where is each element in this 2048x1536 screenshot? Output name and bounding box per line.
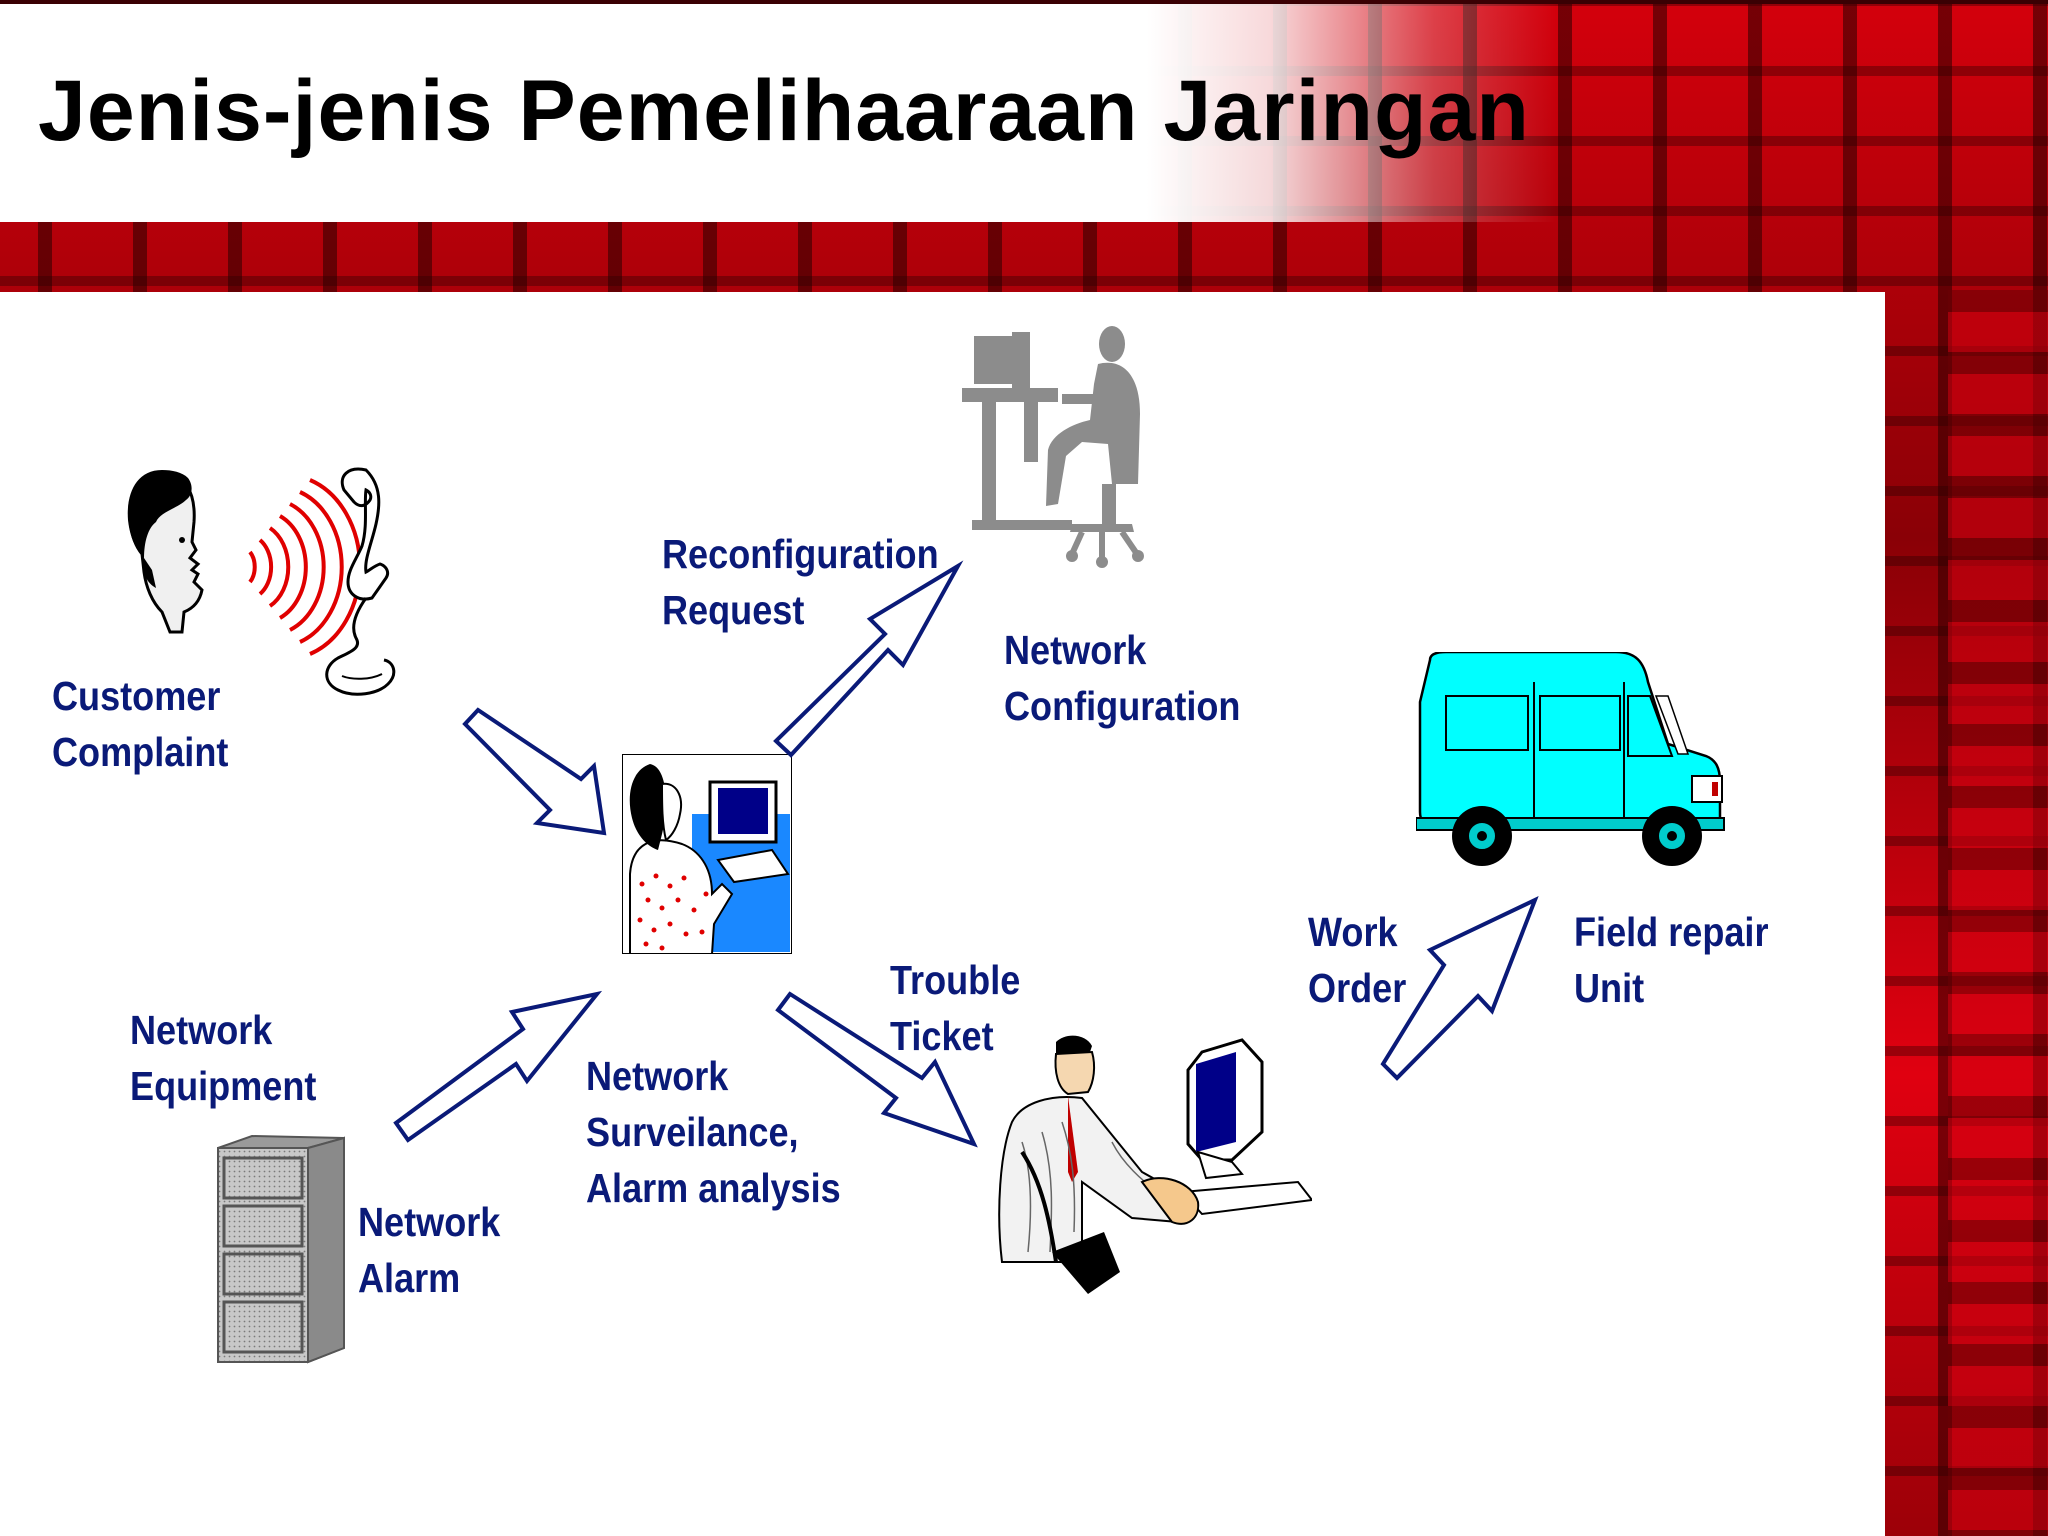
label-line: Network [586,1053,729,1099]
label-line: Reconfiguration [662,531,939,577]
label-field-repair-unit: Field repair Unit [1574,904,1768,1016]
slide-title: Jenis-jenis Pemelihaaraan Jaringan [38,63,1530,159]
label-line: Request [662,587,805,633]
label-line: Customer [52,673,221,719]
man-profile-icon [127,470,204,634]
label-network-alarm: Network Alarm [358,1194,500,1306]
label-line: Network [1004,627,1147,673]
arrow-complaint-to-operator [462,707,607,836]
label-network-equipment: Network Equipment [130,1002,316,1114]
flow-arrows [393,560,1539,1148]
label-trouble-ticket: Trouble Ticket [890,952,1020,1064]
technician-at-computer-icon [998,1035,1312,1294]
label-network-surveilance: Network Surveilance, Alarm analysis [586,1048,841,1216]
label-line: Complaint [52,729,229,775]
label-line: Alarm analysis [586,1165,841,1211]
arrow-operator-to-reconfiguration [773,560,964,758]
network-equipment-cabinet-icon [217,1134,345,1364]
label-line: Order [1308,965,1407,1011]
label-work-order: Work Order [1308,904,1406,1016]
title-bar: Jenis-jenis Pemelihaaraan Jaringan [0,0,2048,222]
ringing-telephone-icon [248,467,396,696]
label-line: Field repair [1574,909,1769,955]
background-stripes [1948,290,2048,1536]
label-line: Network [358,1199,501,1245]
label-line: Network [130,1007,273,1053]
label-line: Alarm [358,1255,461,1301]
label-line: Configuration [1004,683,1241,729]
person-at-computer-silhouette-icon [962,326,1144,568]
label-network-configuration: Network Configuration [1004,622,1240,734]
label-line: Unit [1574,965,1645,1011]
label-line: Trouble [890,957,1021,1003]
label-customer-complaint: Customer Complaint [52,668,228,780]
repair-van-icon [1416,652,1725,866]
label-line: Equipment [130,1063,317,1109]
arrow-technician-to-van [1380,896,1539,1081]
arrow-equipment-to-operator [393,990,603,1143]
label-line: Surveilance, [586,1109,799,1155]
diagram-panel: Customer Complaint Reconfiguration Reque… [0,292,1885,1536]
label-line: Work [1308,909,1398,955]
operator-at-computer-icon [622,754,792,954]
arrow-operator-to-technician [775,991,978,1148]
label-line: Ticket [890,1013,994,1059]
label-reconfiguration-request: Reconfiguration Request [662,526,939,638]
